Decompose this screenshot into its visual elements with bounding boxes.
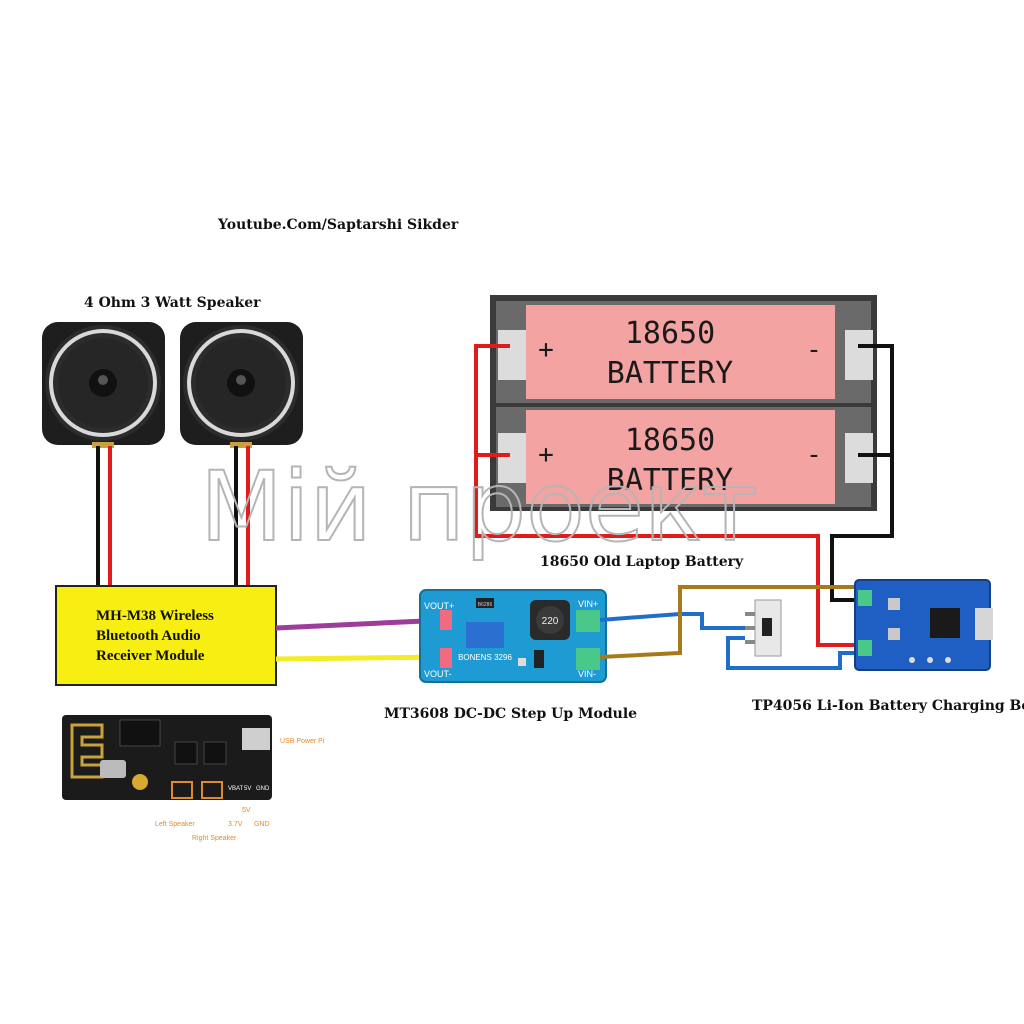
bt-module-line2: Bluetooth Audio [96,628,201,644]
boost-vout-minus: VOUT- [424,669,452,679]
boost-vout-plus: VOUT+ [424,601,454,611]
boost-module: VOUT+ VOUT- VIN+ VIN- 220 B6286 BONENS 3… [419,589,607,683]
bt-power-wires [275,617,447,662]
slide-switch [745,599,782,657]
charger-label: TP4056 Li-Ion Battery Charging Boar [752,698,1024,714]
pcb-vbat-label: VBAT [228,786,244,792]
battery-cell-1-line1: 18650 [625,316,715,351]
credit-text: Youtube.Com/Saptarshi Sikder [217,217,459,233]
pcb-right-speaker-label: Right Speaker [192,835,237,842]
bt-module: MH-M38 Wireless Bluetooth Audio Receiver… [55,585,277,686]
charger-board [854,579,993,671]
battery-cell-1-minus: - [806,335,822,365]
boost-board-text: BONENS 3296 [458,653,512,662]
speaker-right [180,322,303,448]
pcb-5v-label: 5V [244,786,251,792]
battery-cell-1-line2: BATTERY [607,356,733,391]
pcb-gnd-label: GND [256,786,270,792]
battery-pack-label: 18650 Old Laptop Battery [540,554,744,570]
pcb-left-speaker-label: Left Speaker [155,821,195,828]
pcb-usb-label: USB Power Pi [280,738,325,745]
pcb-3v7-label: 3.7V [228,821,243,828]
boost-inductor-text: 220 [542,616,559,627]
speaker-wires [96,446,250,586]
battery-cell-2-line1: 18650 [625,423,715,458]
battery-wires [474,344,894,647]
pcb-5v-out-label: 5V [242,807,251,814]
battery-cell-2-line2: BATTERY [607,463,733,498]
speaker-label: 4 Ohm 3 Watt Speaker [84,295,261,311]
boost-input-wires [599,585,862,670]
boost-vin-minus: VIN- [578,669,596,679]
battery-cell-1-plus: + [538,335,554,365]
battery-cell-2: 18650 BATTERY + - [526,410,835,504]
bt-pcb-photo: USB Power Pi Left Speaker Right Speaker … [62,715,325,842]
speaker-left [42,322,165,448]
boost-label: MT3608 DC-DC Step Up Module [384,706,637,722]
boost-chip-text: B6286 [478,602,493,608]
battery-cell-1: 18650 BATTERY + - [526,305,835,399]
battery-cell-2-plus: + [538,440,554,470]
battery-cell-2-minus: - [806,440,822,470]
pcb-gnd-out-label: GND [254,821,270,828]
bt-module-line1: MH-M38 Wireless [96,608,214,624]
bt-module-line3: Receiver Module [96,648,205,664]
boost-vin-plus: VIN+ [578,599,598,609]
watermark-text: Мій проект [200,451,758,563]
